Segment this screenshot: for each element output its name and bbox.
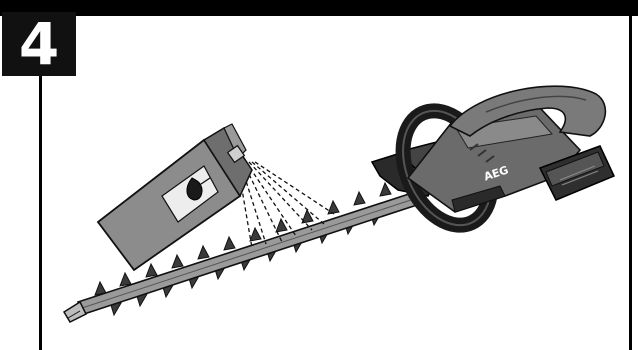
cutting-blade [64,183,420,322]
step-number: 4 [2,12,76,76]
